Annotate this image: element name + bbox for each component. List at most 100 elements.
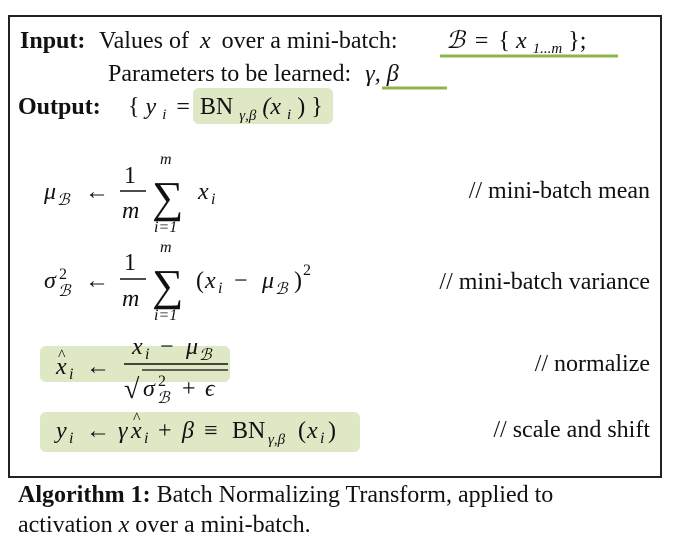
y-sub: i (69, 430, 73, 447)
square: 2 (303, 262, 311, 279)
mu-symbol: μ (43, 179, 56, 205)
comment-scale-shift: // scale and shift (493, 417, 650, 443)
equiv: ≡ (204, 418, 218, 444)
plus: + (158, 418, 172, 444)
algorithm-caption: Algorithm 1: Batch Normalizing Transform… (18, 480, 668, 540)
caption-label: Algorithm 1: (18, 482, 151, 508)
lparen: ( (298, 418, 306, 444)
svg-text:ℬ = { x 1...m: ℬ = { x 1...m }; (446, 28, 586, 59)
step-scale-shift: y i ← γ ^ x i + β ≡ BN γ,β ( x i ) // sc… (54, 410, 650, 448)
minus: − (234, 268, 248, 294)
bn: BN (232, 418, 265, 444)
x: x (197, 179, 209, 205)
sigma-sub: ℬ (58, 283, 72, 300)
y: y (54, 418, 67, 444)
x-sub: i (218, 280, 222, 297)
comment-normalize: // normalize (535, 351, 650, 377)
x-sub: i (69, 366, 73, 383)
sum-top: m (160, 151, 172, 168)
sigma-sup: 2 (59, 266, 67, 283)
output-arg-i: i (287, 107, 291, 123)
x-sub: i (144, 430, 148, 447)
svg-text:Parameters to be learned:: Parameters to be learned: γ, β (108, 61, 399, 87)
hat: ^ (58, 347, 66, 364)
hat: ^ (133, 410, 141, 427)
arrow: ← (85, 179, 109, 205)
output-arg: (x (262, 94, 281, 120)
beta: β (181, 418, 194, 444)
rparen: ) (328, 418, 336, 444)
sum-top: m (160, 239, 172, 256)
caption-text-1: Batch Normalizing Transform, applied to (156, 482, 554, 508)
frac-den: m (122, 286, 139, 312)
input-set-lhs: ℬ (446, 28, 467, 54)
lparen: ( (196, 268, 204, 294)
sum-symbol: ∑ (152, 173, 183, 222)
caption-text-2: activation (18, 512, 113, 538)
algorithm-svg: Input: Values of x over a mini-batch: ℬ … (18, 28, 650, 452)
output-open: { (128, 94, 140, 120)
output-highlight (193, 88, 333, 124)
arrow: ← (86, 354, 110, 380)
input-set-open: { (498, 28, 510, 54)
output-yi-i: i (162, 107, 166, 123)
arg-x-sub: i (320, 430, 324, 447)
output-label: Output: (18, 94, 101, 120)
input-set-x: x (515, 28, 527, 54)
sum-bottom: i=1 (154, 307, 177, 324)
x: x (204, 268, 216, 294)
num-x: x (131, 334, 143, 360)
rparen: ) (294, 268, 302, 294)
x: x (55, 354, 67, 380)
mu-sub: ℬ (275, 281, 289, 298)
svg-text:{ y i = BN: { y i = BN γ,β (x i ) } (128, 94, 323, 126)
output-close: } (311, 94, 323, 120)
sum-symbol: ∑ (152, 261, 183, 310)
input-text: Values of (99, 28, 189, 54)
den-sigma-sub: ℬ (157, 390, 171, 407)
output-bn-sub: γ,β (239, 108, 257, 124)
step-variance: σ 2 ℬ ← 1 m m ∑ i=1 ( x i − μ ℬ ) 2 // m… (44, 239, 650, 324)
frac-den: m (122, 198, 139, 224)
comment-mean: // mini-batch mean (469, 178, 650, 204)
mu-sub: ℬ (57, 192, 71, 209)
num-minus: − (160, 334, 174, 360)
den-sigma: σ (143, 376, 156, 402)
svg-text:Input: Values of x: Input: Values of x over a mini-batch: (20, 28, 398, 54)
sqrt: √ (124, 374, 140, 405)
input-set-eq: = (475, 28, 489, 54)
output-arg-close: ) (297, 94, 305, 120)
input-mid: over a mini-batch: (222, 28, 398, 54)
input-set-sub: 1...m (533, 41, 563, 57)
input-label: Input: (20, 28, 85, 54)
mu-symbol: μ (261, 268, 274, 294)
params-vars: γ, β (365, 61, 398, 87)
sigma-symbol: σ (44, 268, 57, 294)
step-mean: μ ℬ ← 1 m m ∑ i=1 x i // mini-batch mean (43, 151, 650, 236)
num-mu-sub: ℬ (199, 347, 213, 364)
output-yi-y: y (144, 94, 157, 120)
arg-x: x (306, 418, 318, 444)
svg-text:Output:: Output: (18, 94, 101, 120)
x-sub: i (211, 191, 215, 208)
step-normalize: ^ x i ← x i − μ ℬ √ σ 2 ℬ + ϵ // normali… (55, 334, 650, 407)
input-set-close: }; (568, 28, 586, 54)
bn-sub: γ,β (268, 432, 286, 448)
comment-variance: // mini-batch variance (439, 269, 650, 295)
frac-num: 1 (124, 163, 136, 189)
den-sigma-sup: 2 (158, 373, 166, 390)
arrow: ← (85, 268, 109, 294)
caption-text-3: over a mini-batch. (135, 512, 311, 538)
scale-shift-highlight (40, 412, 360, 452)
x: x (130, 418, 142, 444)
output-eq: = (176, 94, 190, 120)
gamma: γ (118, 418, 128, 444)
sum-bottom: i=1 (154, 219, 177, 236)
num-x-sub: i (145, 346, 149, 363)
arrow: ← (86, 418, 110, 444)
input-var: x (199, 28, 211, 54)
den-plus: + (182, 376, 196, 402)
output-bn: BN (200, 94, 233, 120)
params-text: Parameters to be learned: (108, 61, 351, 87)
algorithm-box (8, 15, 662, 478)
